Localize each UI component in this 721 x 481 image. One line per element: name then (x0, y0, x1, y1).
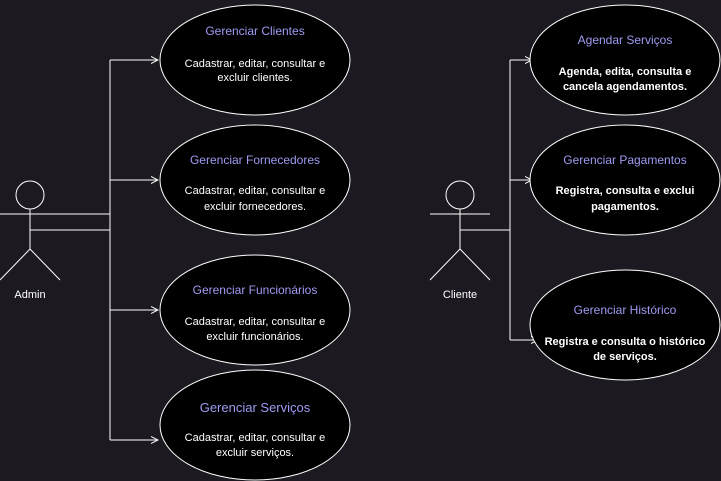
use-case-ellipse[interactable] (159, 124, 351, 236)
use-case-desc-line1: Cadastrar, editar, consultar e (185, 432, 326, 444)
use-case-ellipse[interactable] (529, 124, 721, 236)
use-case-title: Gerenciar Clientes (205, 24, 304, 38)
use-case-desc-line2: excluir fornecedores. (204, 201, 306, 213)
actor-cliente-right-leg (459, 248, 491, 281)
actor-cliente-label: Cliente (443, 289, 477, 301)
use-case-gerenciar-pagamentos[interactable]: Gerenciar Pagamentos Registra, consulta … (529, 124, 721, 236)
use-case-ellipse[interactable] (529, 4, 721, 116)
use-case-title: Gerenciar Fornecedores (190, 153, 320, 167)
use-case-title: Gerenciar Pagamentos (563, 153, 686, 167)
use-case-desc-line2: excluir funcionários. (206, 331, 303, 343)
use-case-agendar-servicos[interactable]: Agendar Serviços Agenda, edita, consulta… (529, 4, 721, 116)
use-case-desc-line1: Agenda, edita, consulta e (559, 66, 692, 78)
use-case-gerenciar-servicos[interactable]: Gerenciar Serviços Cadastrar, editar, co… (159, 369, 351, 481)
use-case-ellipse[interactable] (159, 254, 351, 366)
use-case-desc-line2: excluir clientes. (217, 72, 292, 84)
use-case-desc-line2: pagamentos. (591, 201, 659, 213)
use-case-gerenciar-clientes[interactable]: Gerenciar Clientes Cadastrar, editar, co… (159, 4, 351, 116)
use-case-desc-line2: cancela agendamentos. (563, 81, 687, 93)
use-case-title: Agendar Serviços (578, 33, 673, 47)
use-case-ellipse[interactable] (159, 369, 351, 481)
use-case-ellipse[interactable] (529, 269, 721, 381)
cliente-connectors (460, 60, 538, 340)
actor-admin: Admin (0, 180, 61, 301)
actor-admin-label: Admin (14, 289, 45, 301)
use-case-desc-line1: Cadastrar, editar, consultar e (185, 58, 326, 70)
actor-cliente: Cliente (429, 180, 491, 301)
use-case-desc-line2: excluir serviços. (216, 447, 294, 459)
use-case-desc-line1: Cadastrar, editar, consultar e (185, 316, 326, 328)
use-case-desc-line1: Registra, consulta e exclui (556, 185, 695, 197)
use-case-gerenciar-funcionarios[interactable]: Gerenciar Funcionários Cadastrar, editar… (159, 254, 351, 366)
use-case-desc-line2: de serviços. (593, 351, 657, 363)
use-case-desc-line1: Registra e consulta o histórico (545, 336, 706, 348)
actor-cliente-left-leg (429, 248, 461, 281)
actor-admin-head (15, 180, 45, 210)
actor-admin-right-leg (29, 248, 61, 281)
use-case-title: Gerenciar Histórico (574, 303, 677, 317)
actor-cliente-head (445, 180, 475, 210)
use-case-title: Gerenciar Funcionários (193, 283, 318, 297)
use-case-title: Gerenciar Serviços (200, 400, 311, 415)
use-case-gerenciar-fornecedores[interactable]: Gerenciar Fornecedores Cadastrar, editar… (159, 124, 351, 236)
use-case-gerenciar-historico[interactable]: Gerenciar Histórico Registra e consulta … (529, 269, 721, 381)
use-case-desc-line1: Cadastrar, editar, consultar e (185, 185, 326, 197)
actor-admin-left-leg (0, 248, 31, 281)
admin-connectors (30, 60, 158, 440)
use-case-ellipse[interactable] (159, 4, 351, 116)
